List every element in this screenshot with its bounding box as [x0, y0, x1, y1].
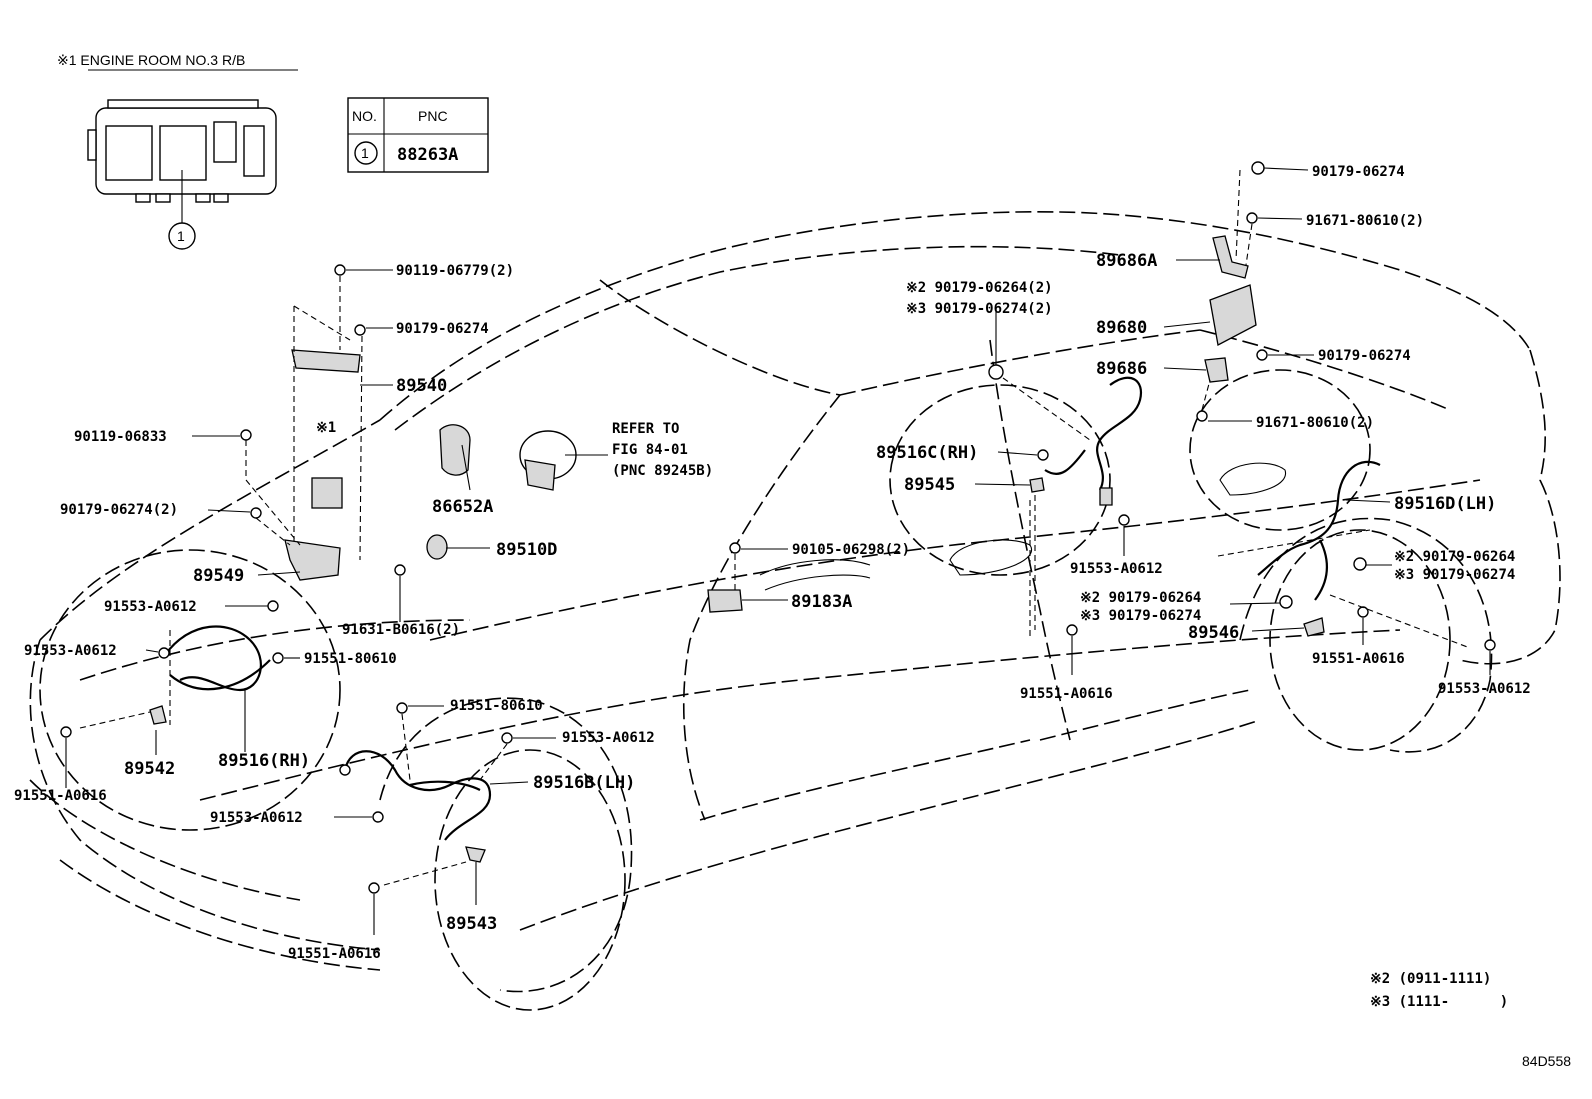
refer-line2: FIG 84-01 — [612, 442, 688, 458]
sensor-harness-lh — [339, 702, 513, 894]
label-91551-A0616-c: 91551-A0616 — [1020, 686, 1113, 702]
label-91551-A0616-d: 91551-A0616 — [1312, 651, 1405, 667]
label-89686: 89686 — [1096, 359, 1147, 379]
label-89686A: 89686A — [1096, 251, 1157, 271]
label-90119-06833: 90119-06833 — [74, 429, 167, 445]
label-89540: 89540 — [396, 376, 447, 396]
callout-circle-1: 1 — [177, 228, 185, 244]
label-90179-06274-top: 90179-06274 — [1312, 164, 1405, 180]
label-89680: 89680 — [1096, 318, 1147, 338]
label-91553-A0612-e: 91553-A0612 — [1070, 561, 1163, 577]
label-90179-06264-s2b: ※2 90179-06264 — [1080, 590, 1201, 606]
car-body-outline — [29, 211, 1561, 1011]
relay-89549 — [240, 429, 343, 581]
label-91553-A0612-b: 91553-A0612 — [24, 643, 117, 659]
table-row-pnc: 88263A — [397, 145, 458, 165]
label-90179-06264-s2: ※2 90179-06264(2) — [906, 280, 1053, 296]
label-89546: 89546 — [1188, 623, 1239, 643]
leader-lines — [65, 167, 1491, 935]
label-89516B-lh: 89516B(LH) — [533, 773, 635, 793]
label-90179-06264-s2c: ※2 90179-06264 — [1394, 549, 1515, 565]
table-header-no: NO. — [352, 108, 377, 124]
label-86652A: 86652A — [432, 497, 493, 517]
relay-block: 1 — [87, 99, 277, 250]
label-91671-80610-b: 91671-80610(2) — [1256, 415, 1374, 431]
refer-line3: (PNC 89245B) — [612, 463, 713, 479]
footnote-3: ※3 (1111- ) — [1370, 994, 1508, 1010]
label-91553-A0612-c: 91553-A0612 — [562, 730, 655, 746]
label-90179-06274-2: 90179-06274(2) — [60, 502, 178, 518]
engine-room-title: ※1 ENGINE ROOM NO.3 R/B — [57, 52, 245, 68]
label-91553-A0612-f: 91553-A0612 — [1438, 681, 1531, 697]
sensor-89510D — [394, 534, 448, 576]
label-91551-A0616-b: 91551-A0616 — [288, 946, 381, 962]
refer-line1: REFER TO — [612, 421, 679, 437]
label-89516D-lh: 89516D(LH) — [1394, 494, 1496, 514]
label-91551-80610-b: 91551-80610 — [450, 698, 543, 714]
sensor-89183A — [707, 542, 743, 613]
label-89545: 89545 — [904, 475, 955, 495]
label-90179-06274-a: 90179-06274 — [396, 321, 489, 337]
label-91551-A0616-a: 91551-A0616 — [14, 788, 107, 804]
label-89510D: 89510D — [496, 540, 557, 560]
figure-code: 84D558 — [1522, 1053, 1571, 1069]
label-89516-rh: 89516(RH) — [218, 751, 310, 771]
part-labels: 90119-06779(2) 90179-06274 89540 ※1 9011… — [14, 164, 1531, 962]
label-90179-06274-r: 90179-06274 — [1318, 348, 1411, 364]
label-91671-80610-a: 91671-80610(2) — [1306, 213, 1424, 229]
table-row-no: 1 — [361, 145, 369, 161]
label-91553-A0612-a: 91553-A0612 — [104, 599, 197, 615]
bracket-89540 — [291, 264, 366, 561]
door-handles — [759, 462, 1286, 591]
label-89549: 89549 — [193, 566, 244, 586]
label-89543: 89543 — [446, 914, 497, 934]
label-90105-06298: 90105-06298(2) — [792, 542, 910, 558]
label-90179-06274-s3b: ※3 90179-06274 — [1080, 608, 1201, 624]
label-89516C-rh: 89516C(RH) — [876, 443, 978, 463]
label-91631-B0616: 91631-B0616(2) — [342, 622, 460, 638]
horn-86652A — [439, 424, 471, 476]
label-91553-A0612-d: 91553-A0612 — [210, 810, 303, 826]
sensor-harness-89516D — [1217, 460, 1496, 651]
label-90179-06274-s3c: ※3 90179-06274 — [1394, 567, 1515, 583]
label-star1: ※1 — [316, 420, 336, 436]
footnote-2: ※2 (0911-1111) — [1370, 971, 1491, 987]
sensor-harness-89516C — [988, 364, 1143, 640]
part-89245B — [519, 430, 577, 491]
table-header-pnc: PNC — [418, 108, 448, 124]
pnc-table: NO. PNC 1 88263A — [347, 97, 489, 173]
label-90179-06274-s3: ※3 90179-06274(2) — [906, 301, 1053, 317]
label-90119-06779: 90119-06779(2) — [396, 263, 514, 279]
label-91551-80610-a: 91551-80610 — [304, 651, 397, 667]
sensor-harness-rh — [60, 600, 284, 738]
label-89183A: 89183A — [791, 592, 852, 612]
yaw-rate-sensor-89680 — [1196, 161, 1268, 422]
label-89542: 89542 — [124, 759, 175, 779]
